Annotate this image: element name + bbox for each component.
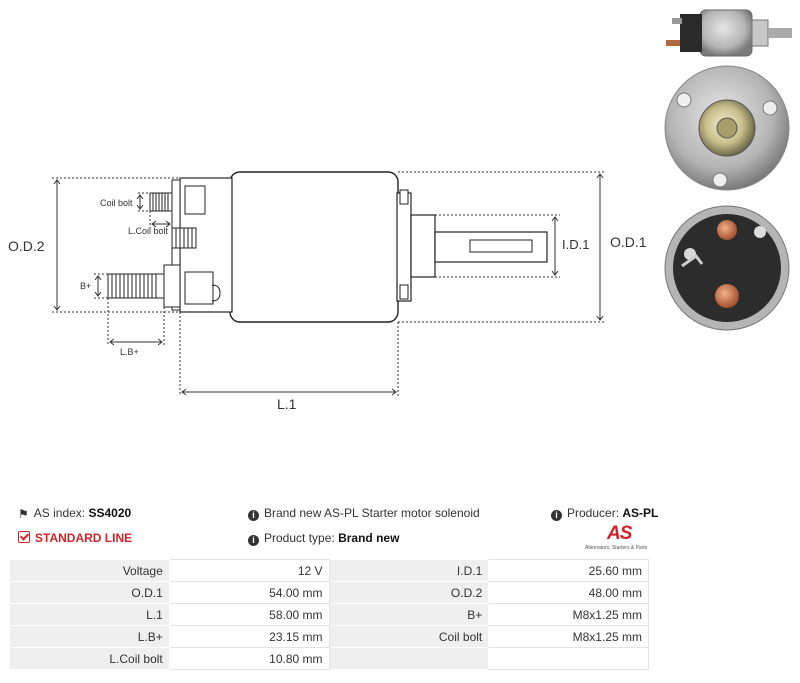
side-view-photo [666, 9, 792, 57]
product-type-value: Brand new [338, 531, 400, 545]
spec-value: 23.15 mm [168, 625, 330, 648]
spec-key: Coil bolt [328, 625, 490, 648]
spec-key: O.D.1 [9, 581, 170, 604]
spec-key [328, 647, 490, 670]
specs-table: Voltage 12 V I.D.1 25.60 mm O.D.1 54.00 … [9, 559, 649, 670]
as-index-value: SS4020 [88, 506, 132, 520]
tag-icon: ⚑ [18, 507, 29, 521]
table-row: O.D.1 54.00 mm O.D.2 48.00 mm [9, 581, 649, 604]
spec-key: L.B+ [9, 625, 170, 648]
check-square-icon [18, 531, 30, 543]
producer-row: i Producer: AS-PL [551, 506, 658, 521]
producer-value: AS-PL [622, 506, 659, 520]
coil-bolt [149, 192, 173, 212]
spec-key: I.D.1 [328, 559, 490, 582]
spec-value: 58.00 mm [168, 603, 330, 626]
product-type-row: i Product type: Brand new [248, 531, 399, 546]
spec-value: M8x1.25 mm [488, 603, 649, 626]
l-coil-bolt-label: L.Coil bolt [128, 226, 169, 236]
coil-bolt-label: Coil bolt [100, 198, 133, 208]
l-b-plus-label: L.B+ [120, 347, 139, 357]
description-text: Brand new AS-PL Starter motor solenoid [264, 506, 480, 520]
info-icon: i [248, 535, 259, 546]
technical-drawing: O.D.2 O.D.1 I.D.1 L.1 Coil bolt L.Coil b… [8, 171, 647, 412]
table-row: L.B+ 23.15 mm Coil bolt M8x1.25 mm [9, 625, 649, 648]
as-index-row: ⚑ AS index: SS4020 [18, 506, 131, 521]
standard-line-row: STANDARD LINE [18, 531, 132, 545]
solenoid-body [229, 171, 399, 323]
rear-view-photo [664, 205, 790, 331]
standard-line-text: STANDARD LINE [35, 531, 133, 545]
spec-key: O.D.2 [328, 581, 490, 604]
table-row: L.Coil bolt 10.80 mm [9, 647, 649, 670]
b-plus-bolt [107, 264, 181, 308]
table-row: L.1 58.00 mm B+ M8x1.25 mm [9, 603, 649, 626]
brand-logo: AS Alternators, Starters & Parts [585, 523, 650, 553]
spec-value: 12 V [168, 559, 330, 582]
l1-label: L.1 [277, 396, 297, 412]
spec-value: 25.60 mm [488, 559, 649, 582]
spec-value: 54.00 mm [168, 581, 330, 604]
spec-value: M8x1.25 mm [488, 625, 649, 648]
logo-mark: AS [607, 523, 632, 544]
od1-label: O.D.1 [610, 234, 647, 250]
spec-key: B+ [328, 603, 490, 626]
spec-key: L.Coil bolt [9, 647, 170, 670]
product-photos [664, 9, 792, 331]
description-row: i Brand new AS-PL Starter motor solenoid [248, 506, 480, 521]
spec-value: 10.80 mm [168, 647, 330, 670]
info-icon: i [551, 510, 562, 521]
spec-key: L.1 [9, 603, 170, 626]
as-index-label: AS index: [33, 506, 86, 520]
table-row: Voltage 12 V I.D.1 25.60 mm [9, 559, 649, 582]
plunger [410, 214, 436, 278]
id1-label: I.D.1 [562, 237, 589, 252]
info-icon: i [248, 510, 259, 521]
spec-key: Voltage [9, 559, 170, 582]
spec-value: 48.00 mm [488, 581, 649, 604]
spec-value [488, 647, 649, 670]
product-type-label: Product type: [264, 531, 335, 545]
producer-label: Producer: [567, 506, 620, 520]
od2-label: O.D.2 [8, 238, 45, 254]
logo-tagline: Alternators, Starters & Parts [585, 545, 648, 551]
b-plus-label: B+ [80, 281, 91, 291]
front-view-photo [664, 65, 790, 191]
